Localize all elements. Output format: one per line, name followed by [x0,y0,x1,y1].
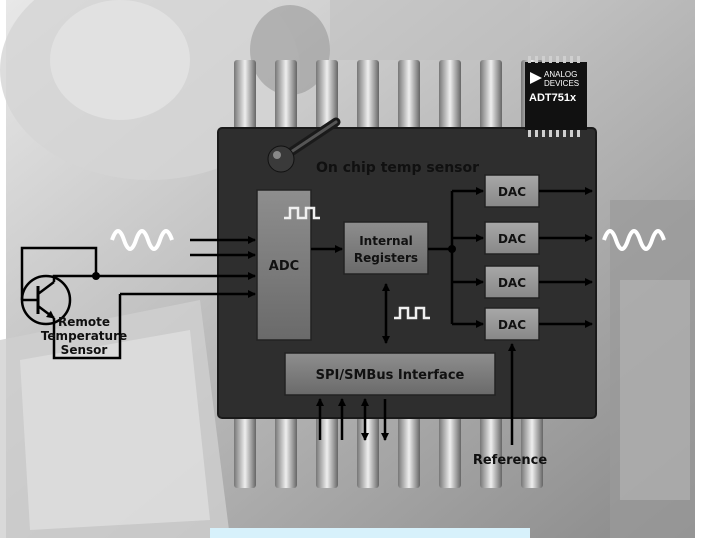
logo-brand-line1: ANALOG [544,70,577,79]
remote-sensor-label-line1: Remote [58,315,110,329]
remote-sensor-label-line3: Sensor [61,343,108,357]
registers-label-line1: Internal [359,234,413,248]
registers-label-line2: Registers [354,251,418,265]
adi-logo-chip: ANALOG DEVICES ADT751x [525,56,587,137]
internal-registers-block [344,222,428,274]
on-chip-sensor-label: On chip temp sensor [316,160,479,176]
bus-junction-dot [448,245,456,253]
dac-label: DAC [498,276,526,290]
dac-label: DAC [498,318,526,332]
spi-interface-label: SPI/SMBus Interface [316,368,465,383]
caption-bar [210,528,530,538]
dac-label: DAC [498,185,526,199]
adc-label: ADC [269,259,299,274]
remote-sensor-label-line2: Temperature [41,329,127,343]
reference-label: Reference [473,453,547,468]
dac-label: DAC [498,232,526,246]
logo-brand-line2: DEVICES [544,79,579,88]
logo-part-number: ADT751x [529,92,577,104]
